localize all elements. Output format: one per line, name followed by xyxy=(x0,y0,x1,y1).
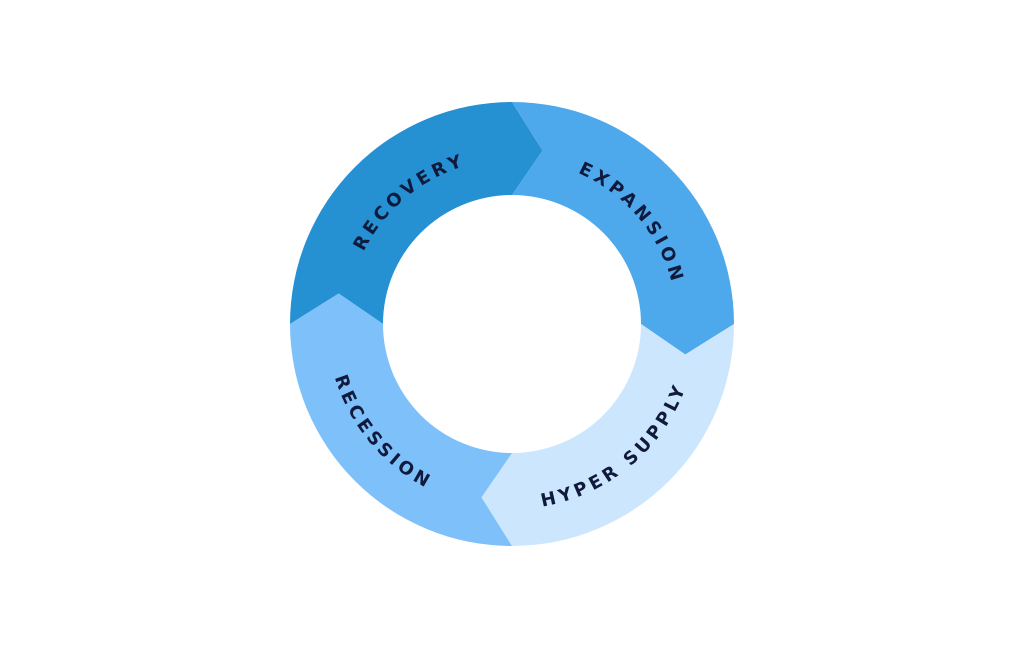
segment-recovery xyxy=(290,102,543,324)
segment-hyper-supply xyxy=(481,324,734,546)
segment-recession xyxy=(290,293,512,546)
segment-expansion xyxy=(512,102,734,355)
